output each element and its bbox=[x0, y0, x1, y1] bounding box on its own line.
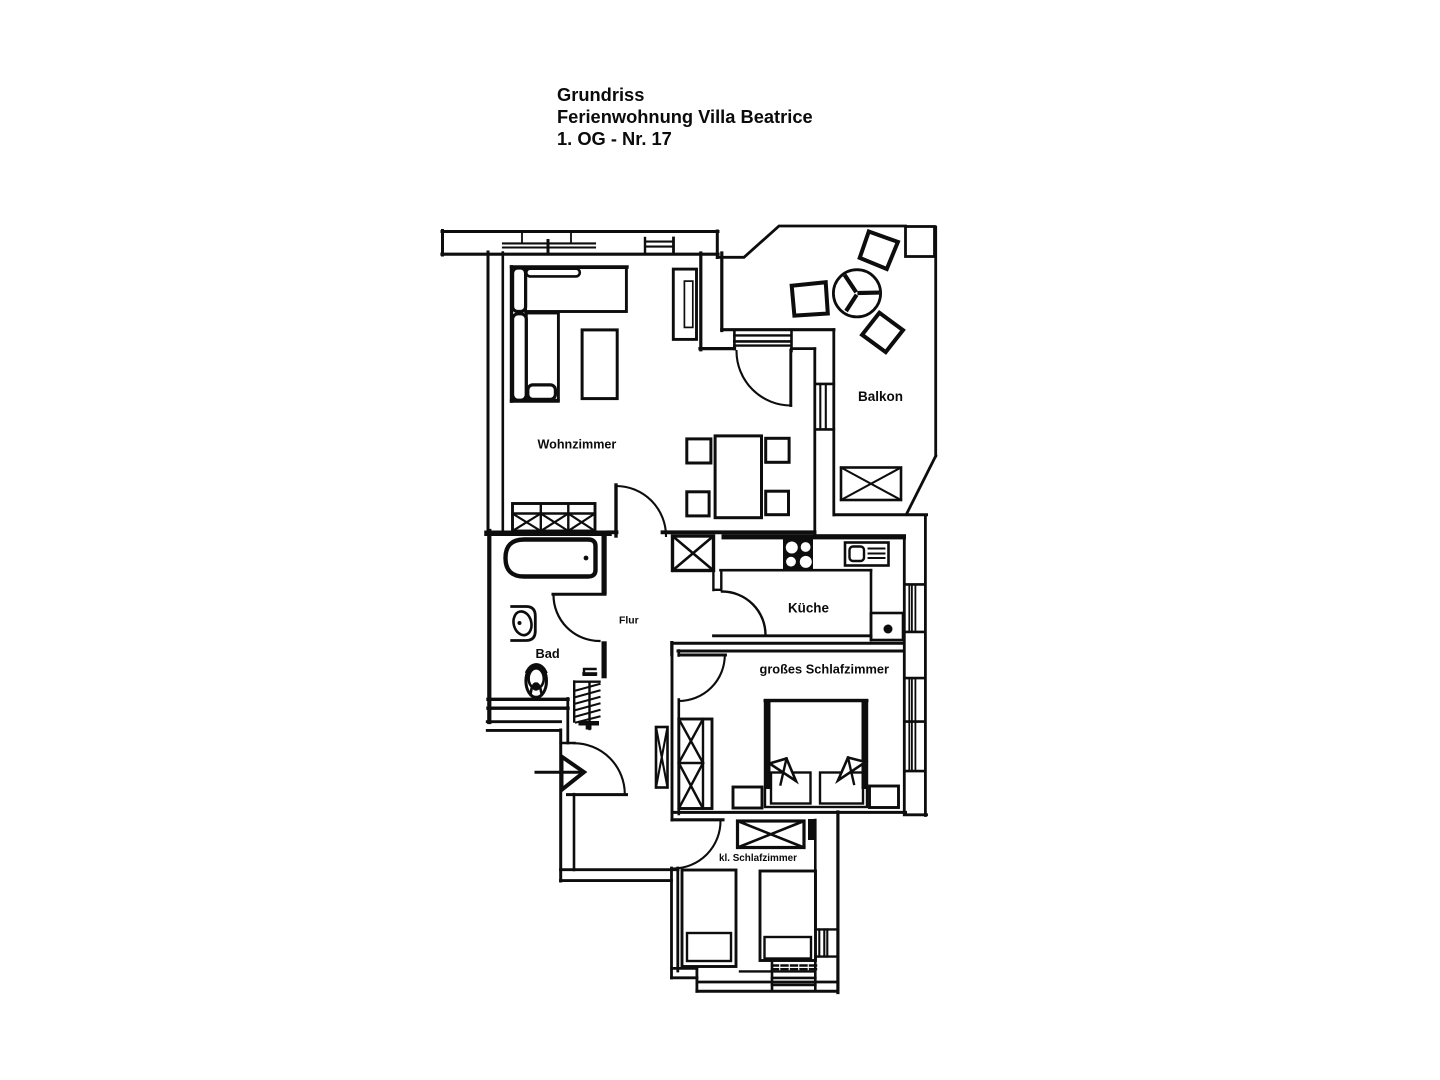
svg-text:großes Schlafzimmer: großes Schlafzimmer bbox=[760, 662, 889, 677]
svg-text:Bad: Bad bbox=[536, 646, 560, 661]
svg-text:Ferienwohnung Villa Beatrice: Ferienwohnung Villa Beatrice bbox=[557, 106, 813, 127]
svg-text:Küche: Küche bbox=[788, 601, 829, 616]
svg-text:1. OG - Nr. 17: 1. OG - Nr. 17 bbox=[557, 128, 672, 149]
svg-text:Grundriss: Grundriss bbox=[557, 84, 644, 105]
svg-text:Flur: Flur bbox=[619, 616, 639, 627]
svg-text:Wohnzimmer: Wohnzimmer bbox=[538, 438, 617, 452]
svg-text:kl. Schlafzimmer: kl. Schlafzimmer bbox=[719, 853, 797, 864]
svg-text:Balkon: Balkon bbox=[858, 389, 903, 404]
